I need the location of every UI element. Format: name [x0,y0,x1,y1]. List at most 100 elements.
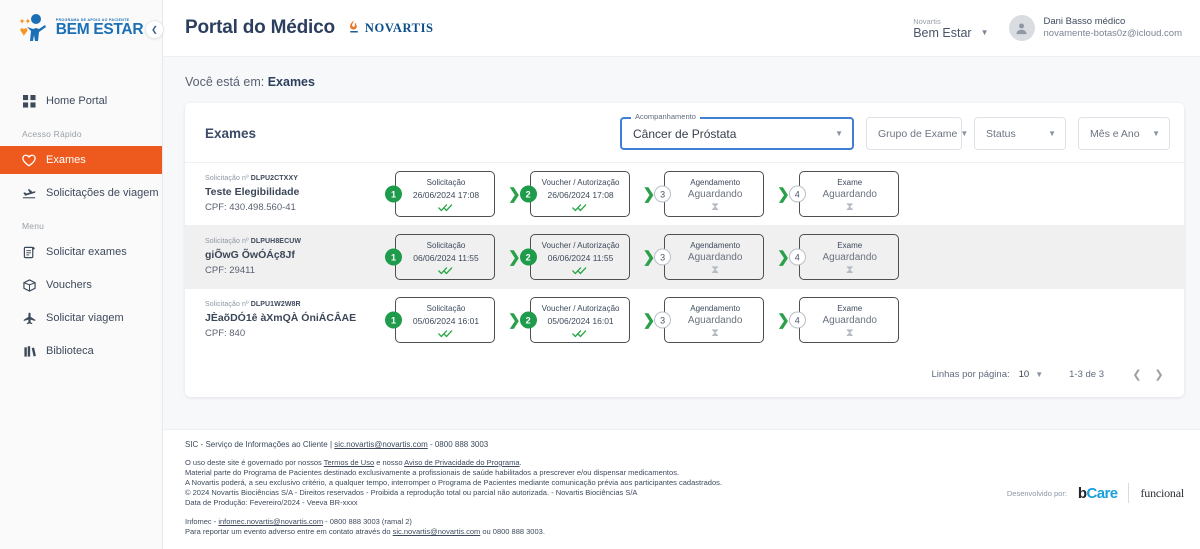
sidebar-item-solicitar-viagem[interactable]: Solicitar viagem [0,304,162,332]
step-value: 05/06/2024 16:01 [547,316,614,326]
rows-per-page-label: Linhas por página: [931,368,1010,380]
sidebar-item-label: Solicitações de viagem [46,187,159,199]
hourglass-icon: ⧗ [845,264,854,276]
sidebar-item-label: Vouchers [46,279,92,291]
solicitacao-prefix: Solicitação nº [205,238,249,245]
sidebar-item-biblioteca[interactable]: Biblioteca [0,337,162,365]
step-badge: 4 [788,185,806,203]
footer-sic-email-link[interactable]: sic.novartis@novartis.com [334,440,428,449]
sidebar-item-label: Solicitar viagem [46,312,124,324]
hourglass-icon: ⧗ [711,327,720,339]
sidebar-item-exames[interactable]: Exames [0,146,162,174]
chevron-right-icon: ❯ [642,186,656,203]
filter-acompanhamento[interactable]: Acompanhamento Câncer de Próstata ▼ [620,112,854,150]
sidebar-item-home-portal[interactable]: Home Portal [0,87,162,115]
footer-infomec-email-link[interactable]: infomec.novartis@novartis.com [218,517,324,526]
pagination-prev-button[interactable]: ❮ [1126,363,1148,385]
flight-takeoff-icon [22,186,36,200]
pagination-next-button[interactable]: ❯ [1148,363,1170,385]
footer: SIC - Serviço de Informações ao Cliente … [163,429,1200,549]
footer-p1-a: O uso deste site é governado por nossos [185,458,324,467]
step-badge: 2 [519,311,537,329]
sidebar-item-solicitacoes-de-viagem[interactable]: Solicitações de viagem [0,179,162,207]
chevron-right-icon: ❯ [508,312,521,329]
box-icon [22,278,36,292]
sidebar-item-label: Exames [46,154,86,166]
step-badge: 3 [654,185,672,203]
step-badge: 1 [385,248,402,266]
sidebar-item-solicitar-exames[interactable]: Solicitar exames [0,238,162,266]
sidebar-section-acesso-rapido: Acesso Rápido [22,129,82,139]
footer-terms-link[interactable]: Termos de Uso [323,458,375,467]
library-icon [22,344,36,358]
user-info[interactable]: Dani Basso médico novamente-botas0z@iclo… [1044,16,1183,40]
chevron-right-icon: ❯ [777,249,790,266]
rows-per-page-select[interactable]: 10 ▼ [1019,369,1044,380]
step-badge: 4 [788,248,806,266]
account-selector[interactable]: Novartis Bem Estar ▼ [913,17,988,40]
brand-logo[interactable]: ✦✦ ♥ PROGRAMA DE APOIO AO PACIENTE BEM E… [0,0,162,57]
sidebar-collapse-button[interactable]: ❮ [145,20,164,39]
hourglass-icon: ⧗ [845,201,854,213]
chevron-down-icon: ▼ [980,28,989,37]
chevron-right-icon: ❯ [508,186,521,203]
step-badge: 2 [519,248,537,266]
user-email: novamente-botas0z@icloud.com [1043,28,1183,39]
footer-adverse-event-line: Para reportar um evento adverso entre em… [185,527,1184,537]
sidebar-item-label: Biblioteca [46,345,94,357]
filter-grupo-de-exame[interactable]: Grupo de Exame ▼ [866,117,968,150]
double-check-icon [572,328,589,338]
step-title: Exame [837,241,863,250]
sidebar-item-vouchers[interactable]: Vouchers [0,271,162,299]
step-badge: 3 [654,311,672,329]
step-title: Voucher / Autorização [541,304,620,313]
airplane-icon [22,311,36,325]
filter-mes-e-ano[interactable]: Mês e Ano ▼ [1078,117,1170,150]
breadcrumb: Você está em: Exames [163,57,1200,89]
account-value: Bem Estar [913,25,972,40]
solicitacao-id: DLPU1W2W8R [250,301,301,308]
avatar[interactable] [1008,15,1035,41]
hourglass-icon: ⧗ [711,201,720,213]
step-2[interactable]: 2 Voucher / Autorização 05/06/2024 16:01 [519,297,630,343]
footer-adverse-email-link[interactable]: sic.novartis@novartis.com [392,527,481,536]
footer-p1-c: . [519,458,522,467]
footer-privacy-link[interactable]: Aviso de Privacidade do Programa [404,458,520,467]
step-value: 06/06/2024 11:55 [413,253,479,263]
exames-card: Exames Acompanhamento Câncer de Próstata… [185,103,1184,397]
filter-status[interactable]: Status ▼ [974,117,1066,150]
topbar: Portal do Médico NOVARTIS Novartis Bem E… [163,0,1200,57]
developed-by: Desenvolvido por: bCare funcional [1007,483,1184,503]
card-header: Exames Acompanhamento Câncer de Próstata… [185,103,1184,162]
rows-per-page-value: 10 [1018,368,1030,380]
filter-grupo-de-exame-value: Grupo de Exame [878,127,958,140]
step-title: Exame [837,304,863,313]
footer-p1-b: e nosso [374,458,405,467]
bcare-core: Care [1086,484,1119,502]
step-title: Agendamento [690,178,741,187]
divider [1128,483,1130,503]
solicitacao-prefix: Solicitação nº [205,175,249,182]
